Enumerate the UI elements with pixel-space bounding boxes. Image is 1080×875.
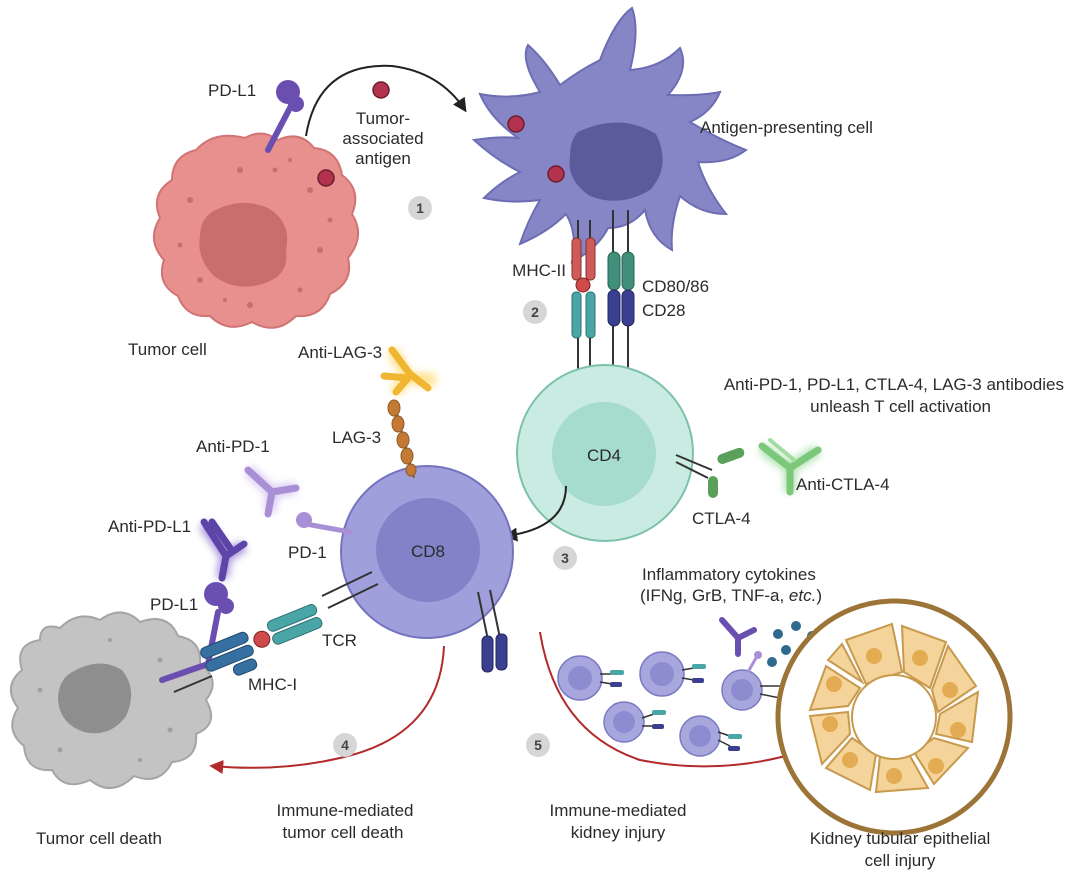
- kidney-tubule-icon: [775, 598, 1013, 836]
- anti-ctla4-antibody-icon: [758, 438, 822, 496]
- antigen-transfer-arrow: [305, 64, 467, 137]
- cytokines-label-2: (IFNg, GrB, TNF-a, etc.): [640, 586, 822, 605]
- anti-pd1-label: Anti-PD-1: [196, 437, 270, 456]
- cd8-cell-icon: [340, 465, 514, 639]
- pd1-label: PD-1: [288, 543, 327, 562]
- anti-pd1-antibody-icon: [243, 465, 300, 518]
- tumor-death-caption: Tumor cell death: [36, 829, 162, 848]
- kidney-caption-2: cell injury: [865, 851, 936, 870]
- mhc2-label: MHC-II: [512, 261, 566, 280]
- cd4-to-cd8-arrow: [503, 485, 567, 542]
- antigen-label-1: Tumor-: [356, 109, 410, 128]
- step-badge-1: 1: [408, 196, 432, 220]
- antigen-particle-icon: [372, 81, 390, 99]
- cd4-cell-icon: [516, 364, 694, 542]
- tumor-cell-label: Tumor cell: [128, 340, 207, 359]
- pdl1-bottom-label: PD-L1: [150, 595, 198, 614]
- mhc1-tcr-receptor-icon: [173, 571, 379, 693]
- antigen-label-3: antigen: [355, 149, 411, 168]
- step-badge-5: 5: [526, 733, 550, 757]
- lag3-label: LAG-3: [332, 428, 381, 447]
- mhc2-tcr-receptor-icon: [571, 220, 596, 375]
- cd8-costim-receptor-icon: [477, 589, 508, 673]
- kidney-injury-arrow: [539, 631, 803, 768]
- cd8-label: CD8: [411, 542, 445, 561]
- kidney-caption-1: Kidney tubular epithelial: [810, 829, 991, 848]
- cd28-label: CD28: [642, 301, 685, 320]
- svg-text:1: 1: [416, 200, 424, 216]
- pd1-receptor-icon: [296, 512, 353, 535]
- pdl1-top-label: PD-L1: [208, 81, 256, 100]
- antibodies-caption-2: unleash T cell activation: [810, 397, 991, 416]
- anti-pdl1-label: Anti-PD-L1: [108, 517, 191, 536]
- anti-ctla4-label: Anti-CTLA-4: [796, 475, 890, 494]
- cytokines-label-1: Inflammatory cytokines: [642, 565, 816, 584]
- anti-pdl1-antibody-icon: [199, 518, 248, 582]
- anti-lag3-label: Anti-LAG-3: [298, 343, 382, 362]
- immune-kidney-caption-2: kidney injury: [571, 823, 666, 842]
- cytokine-antibody-icon: [719, 617, 757, 657]
- tcr-label: TCR: [322, 631, 357, 650]
- antibodies-caption-1: Anti-PD-1, PD-L1, CTLA-4, LAG-3 antibodi…: [724, 375, 1064, 394]
- antigen-label-2: associated: [342, 129, 423, 148]
- cd4-label: CD4: [587, 446, 621, 465]
- step-badge-2: 2: [523, 300, 547, 324]
- ctla4-label: CTLA-4: [692, 509, 751, 528]
- antigen-presenting-cell-icon: [471, 6, 749, 264]
- svg-text:3: 3: [561, 550, 569, 566]
- cd80-cd28-receptor-icon: [607, 210, 635, 372]
- step-badge-3: 3: [553, 546, 577, 570]
- ctla4-receptor-icon: [675, 447, 745, 498]
- immune-tumor-caption-1: Immune-mediated: [276, 801, 413, 820]
- immune-tumor-caption-2: tumor cell death: [283, 823, 404, 842]
- tumor-cell-icon: [153, 80, 359, 329]
- apc-label: Antigen-presenting cell: [700, 118, 873, 137]
- mhc1-label: MHC-I: [248, 675, 297, 694]
- cd8086-label: CD80/86: [642, 277, 709, 296]
- anti-lag3-antibody-icon: [380, 346, 437, 397]
- step-badge-4: 4: [333, 733, 357, 757]
- svg-text:4: 4: [341, 737, 349, 753]
- immune-kidney-caption-1: Immune-mediated: [549, 801, 686, 820]
- svg-text:5: 5: [534, 737, 542, 753]
- svg-text:2: 2: [531, 304, 539, 320]
- dying-tumor-cell-icon: [10, 611, 214, 789]
- tumor-death-arrow: [209, 645, 445, 774]
- lag3-receptor-icon: [387, 399, 417, 479]
